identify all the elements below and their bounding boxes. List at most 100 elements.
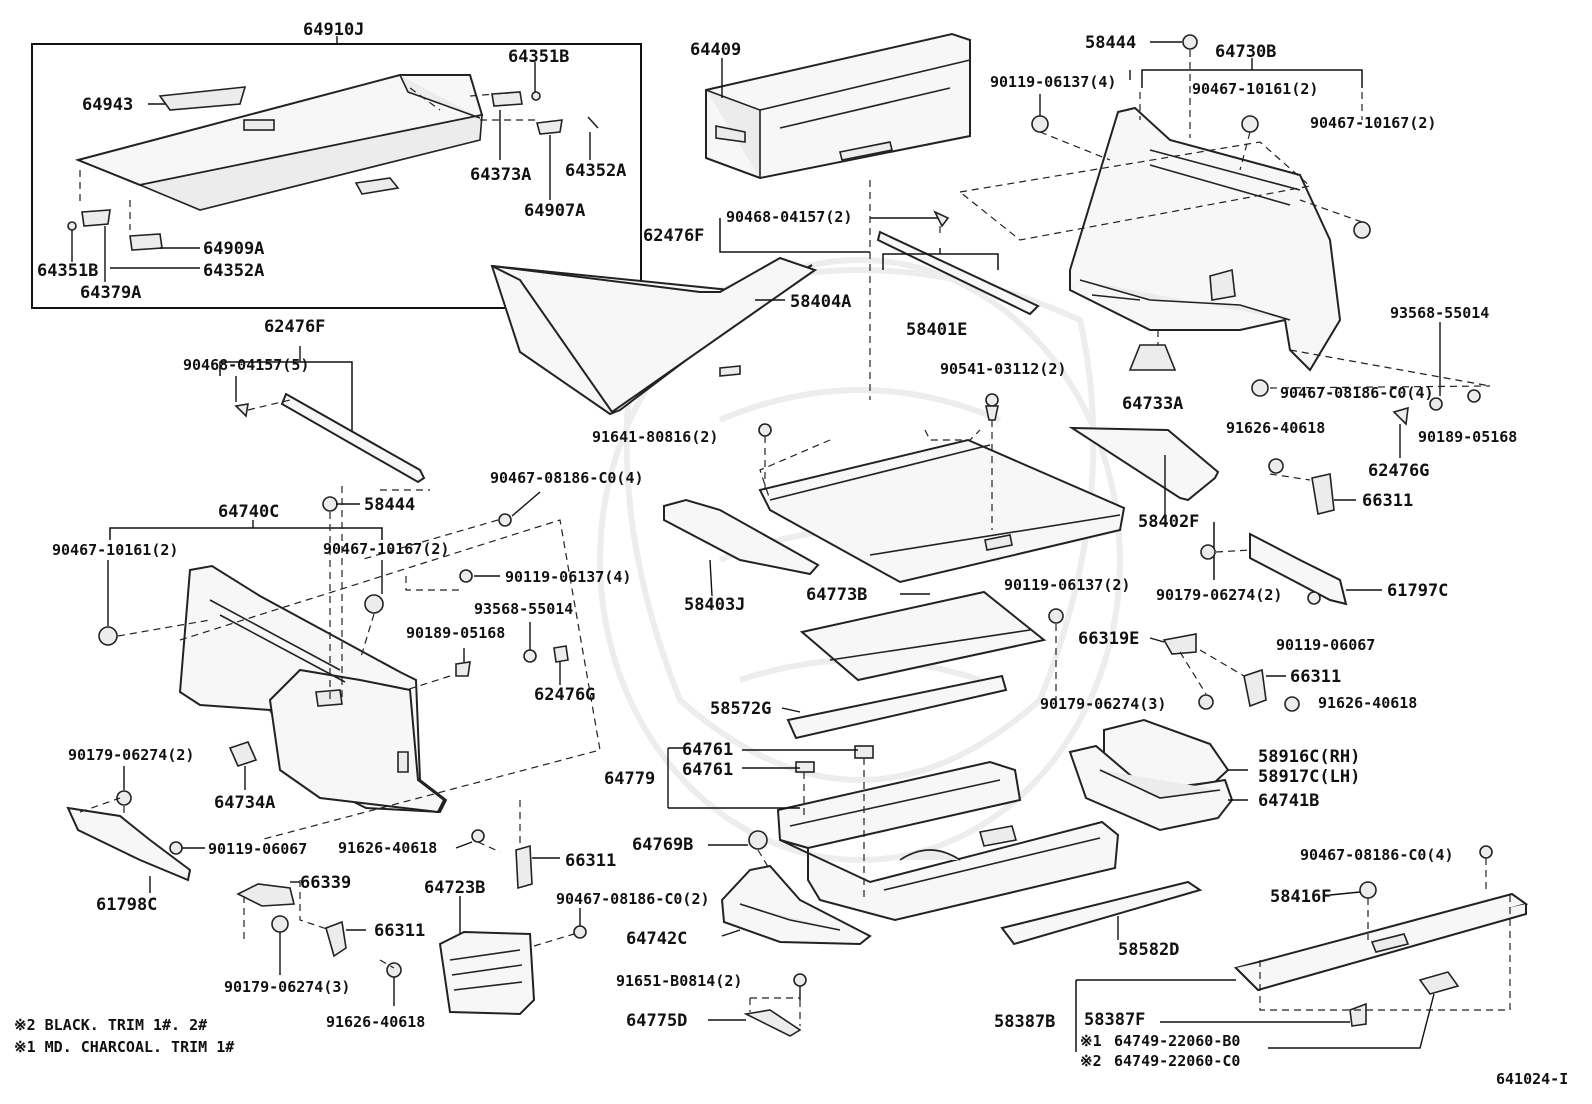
lower-left-clips (236, 800, 560, 1006)
legend-note: ※1 MD. CHARCOAL. TRIM 1# (14, 1038, 234, 1056)
part-number: 66311 (1362, 491, 1413, 511)
part-number: 64373A (470, 165, 531, 185)
bracket-64775D (708, 973, 807, 1037)
side-box-58916C (1068, 718, 1248, 832)
part-number: 62476G (534, 685, 595, 705)
part-number: 90467-08186-C0(4) (1300, 846, 1454, 864)
part-number: 64749-22060-C0 (1114, 1052, 1240, 1070)
part-number: 93568-55014 (474, 600, 573, 618)
part-number: 64779 (604, 769, 655, 789)
part-number: 90119-06067 (208, 840, 307, 858)
part-number: 64761 (682, 760, 733, 780)
part-number: 90468-04157(2) (726, 208, 852, 226)
part-number: 64773B (806, 585, 867, 605)
panel-64723B (438, 896, 587, 1016)
part-number: 91626-40618 (326, 1013, 425, 1031)
fastener-64769B (708, 830, 771, 871)
part-number: 64907A (524, 201, 585, 221)
part-number: 64761 (682, 740, 733, 760)
part-number: 90467-08186-C0(4) (490, 469, 644, 487)
note-mark: ※2 (1080, 1052, 1102, 1070)
rail-62476F-top (719, 180, 1040, 400)
part-number: 64734A (214, 793, 275, 813)
group-label: 64740C (218, 502, 279, 522)
floor-board-58401E (758, 248, 1126, 584)
group-label: 58401E (906, 320, 967, 340)
part-number: 66339 (300, 873, 351, 893)
part-number: 90467-08186-C0(4) (1280, 384, 1434, 402)
part-number: 91641-80816(2) (592, 428, 718, 446)
side-panel-58402F (1068, 426, 1220, 515)
part-number: 93568-55014 (1390, 304, 1489, 322)
part-number: 58387F (1084, 1010, 1145, 1030)
part-number: 58387B (994, 1012, 1055, 1032)
part-number: 64352A (203, 261, 264, 281)
part-number: 64723B (424, 878, 485, 898)
part-number: 90467-10161(2) (1192, 80, 1318, 98)
part-number: 64351B (508, 47, 569, 67)
part-number: 91626-40618 (1226, 419, 1325, 437)
rail-62476F-left (219, 346, 426, 484)
part-number: 64741B (1258, 791, 1319, 811)
part-number: 64775D (626, 1011, 687, 1031)
part-number: 64352A (565, 161, 626, 181)
garnish-58387B (1075, 845, 1529, 1052)
part-number: 66311 (374, 921, 425, 941)
bracket-61798C (66, 766, 205, 893)
part-number: 90467-10161(2) (52, 541, 178, 559)
deck-board-58404A (490, 256, 818, 416)
group-label: 64730B (1215, 42, 1276, 62)
group-label: 64409 (690, 40, 741, 60)
part-number: 90119-06137(2) (1004, 576, 1130, 594)
part-number: 58403J (684, 595, 745, 615)
part-number: 64909A (203, 239, 264, 259)
part-number: 90467-08186-C0(2) (556, 890, 710, 908)
part-number: 58402F (1138, 512, 1199, 532)
part-number: 58416F (1270, 887, 1331, 907)
part-number: 90179-06274(2) (68, 746, 194, 764)
part-number: 66319E (1078, 629, 1139, 649)
part-number: 64943 (82, 95, 133, 115)
part-number: 58917C(LH) (1258, 767, 1360, 787)
side-trim-left-group (98, 486, 601, 841)
part-number: 90189-05168 (406, 624, 505, 642)
part-number: 64749-22060-B0 (1114, 1032, 1240, 1050)
part-number: 58572G (710, 699, 771, 719)
part-number: 90541-03112(2) (940, 360, 1066, 378)
part-labels: 64910J 64943 64351B 64373A 64352A 64907A… (14, 20, 1568, 1088)
part-number: 64733A (1122, 394, 1183, 414)
part-number: 58582D (1118, 940, 1179, 960)
part-number: 90119-06137(4) (990, 73, 1116, 91)
legend-note: ※2 BLACK. TRIM 1#. 2# (14, 1016, 207, 1034)
part-number: 90189-05168 (1418, 428, 1517, 446)
part-number: 91626-40618 (1318, 694, 1417, 712)
group-label: 64910J (303, 20, 364, 40)
right-fasteners (1048, 322, 1491, 712)
side-panel-58403J (663, 498, 820, 597)
strip-58582D (1000, 880, 1203, 946)
left-fasteners (359, 491, 569, 691)
part-number: 90179-06274(3) (224, 978, 350, 996)
note-mark: ※1 (1080, 1032, 1102, 1050)
part-number: 90468-04157(5) (183, 356, 309, 374)
part-number: 61797C (1387, 581, 1448, 601)
part-number: 91626-40618 (338, 839, 437, 857)
tray-64742C (720, 864, 872, 946)
tray-64779 (667, 745, 1120, 922)
part-number: 90119-06137(4) (505, 568, 631, 586)
cover-64734A (228, 741, 258, 790)
part-number: 90119-06067 (1276, 636, 1375, 654)
part-number: 91651-B0814(2) (616, 972, 742, 990)
part-number: 64379A (80, 283, 141, 303)
part-number: 64351B (37, 261, 98, 281)
part-number: 66311 (1290, 667, 1341, 687)
group-label: 62476F (643, 226, 704, 246)
part-number: 58916C(RH) (1258, 747, 1360, 767)
part-number: 90179-06274(2) (1156, 586, 1282, 604)
side-trim-right-group (958, 34, 1371, 372)
group-label: 62476F (264, 317, 325, 337)
watermark-emblem (597, 257, 1123, 863)
part-number: 58404A (790, 292, 851, 312)
